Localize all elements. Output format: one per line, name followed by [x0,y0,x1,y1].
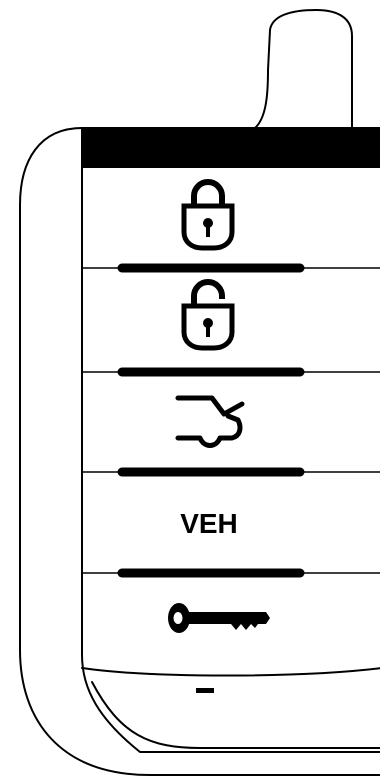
key-icon [168,603,270,633]
bottom-bezel [81,667,380,677]
antenna [254,9,353,129]
lock-closed-icon [181,179,235,251]
trunk-release-icon [175,395,245,448]
bottom-bezel-inner [91,681,380,749]
button-dividers [82,263,380,578]
outer-case [19,127,380,776]
vehicle-button[interactable]: VEH [82,472,380,573]
lock-button[interactable] [82,168,380,268]
unlock-button[interactable] [82,268,380,372]
remote-start-button[interactable] [82,573,380,655]
led-indicator [196,688,214,693]
display-bar [82,128,380,168]
inner-face [81,127,380,753]
lock-open-icon [181,279,235,351]
vehicle-button-label: VEH [180,508,238,539]
trunk-button[interactable] [82,372,380,472]
